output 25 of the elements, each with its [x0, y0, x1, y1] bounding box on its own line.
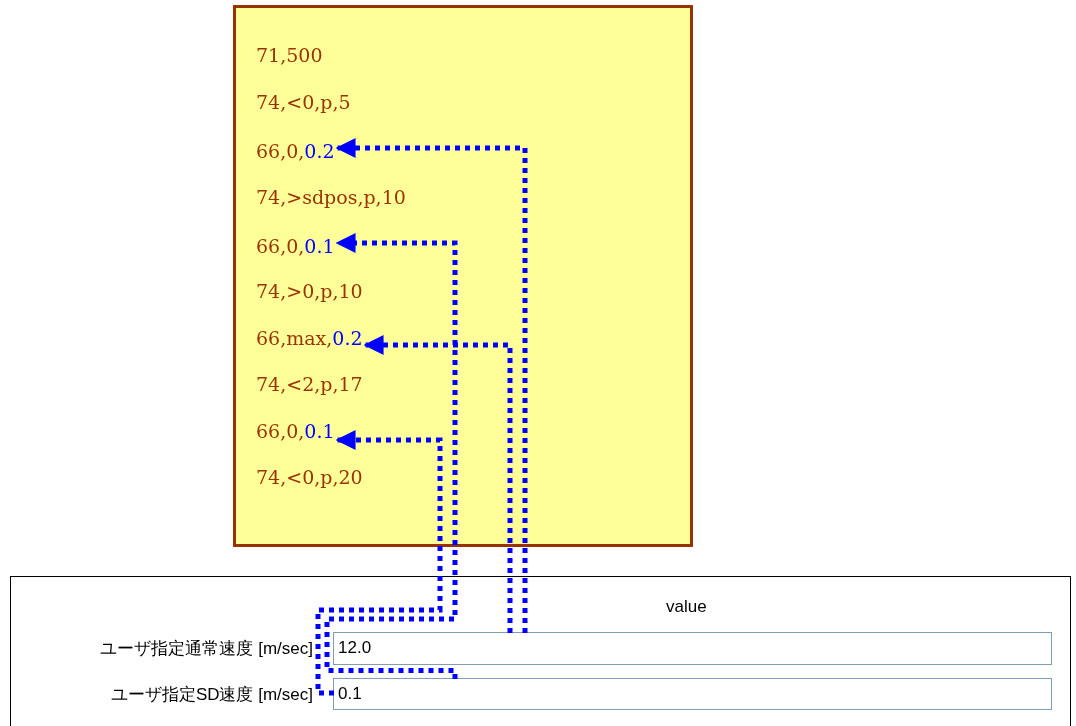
- input-field: 12.0: [333, 632, 1052, 665]
- parameter-value: 0.2: [304, 139, 335, 163]
- code-text: 66,0,: [256, 234, 305, 258]
- dotted-arrow: [324, 233, 458, 679]
- settings-panel: [10, 576, 1071, 726]
- code-text: 74,>0,p,10: [256, 279, 363, 303]
- column-header: value: [666, 597, 707, 617]
- code-text: 66,max,: [256, 326, 333, 350]
- field-label: ユーザ指定SD速度 [m/sec]: [110, 684, 313, 706]
- code-text: 74,<0,p,20: [256, 465, 363, 489]
- code-panel: [233, 5, 693, 547]
- parameter-value: 0.1: [304, 419, 335, 443]
- dotted-arrow: [315, 430, 443, 696]
- dotted-arrow: [363, 335, 513, 633]
- code-text: 66,0,: [256, 419, 305, 443]
- code-text: 74,>sdpos,p,10: [256, 185, 406, 209]
- code-text: 74,<0,p,5: [256, 90, 351, 114]
- field-label: ユーザ指定通常速度 [m/sec]: [100, 638, 313, 660]
- dotted-arrow: [335, 138, 528, 633]
- input-field: 0.1: [333, 678, 1052, 710]
- code-text: 66,0,: [256, 139, 305, 163]
- code-text: 74,<2,p,17: [256, 372, 363, 396]
- parameter-value: 0.1: [304, 234, 335, 258]
- parameter-value: 0.2: [332, 326, 363, 350]
- code-text: 71,500: [256, 43, 323, 67]
